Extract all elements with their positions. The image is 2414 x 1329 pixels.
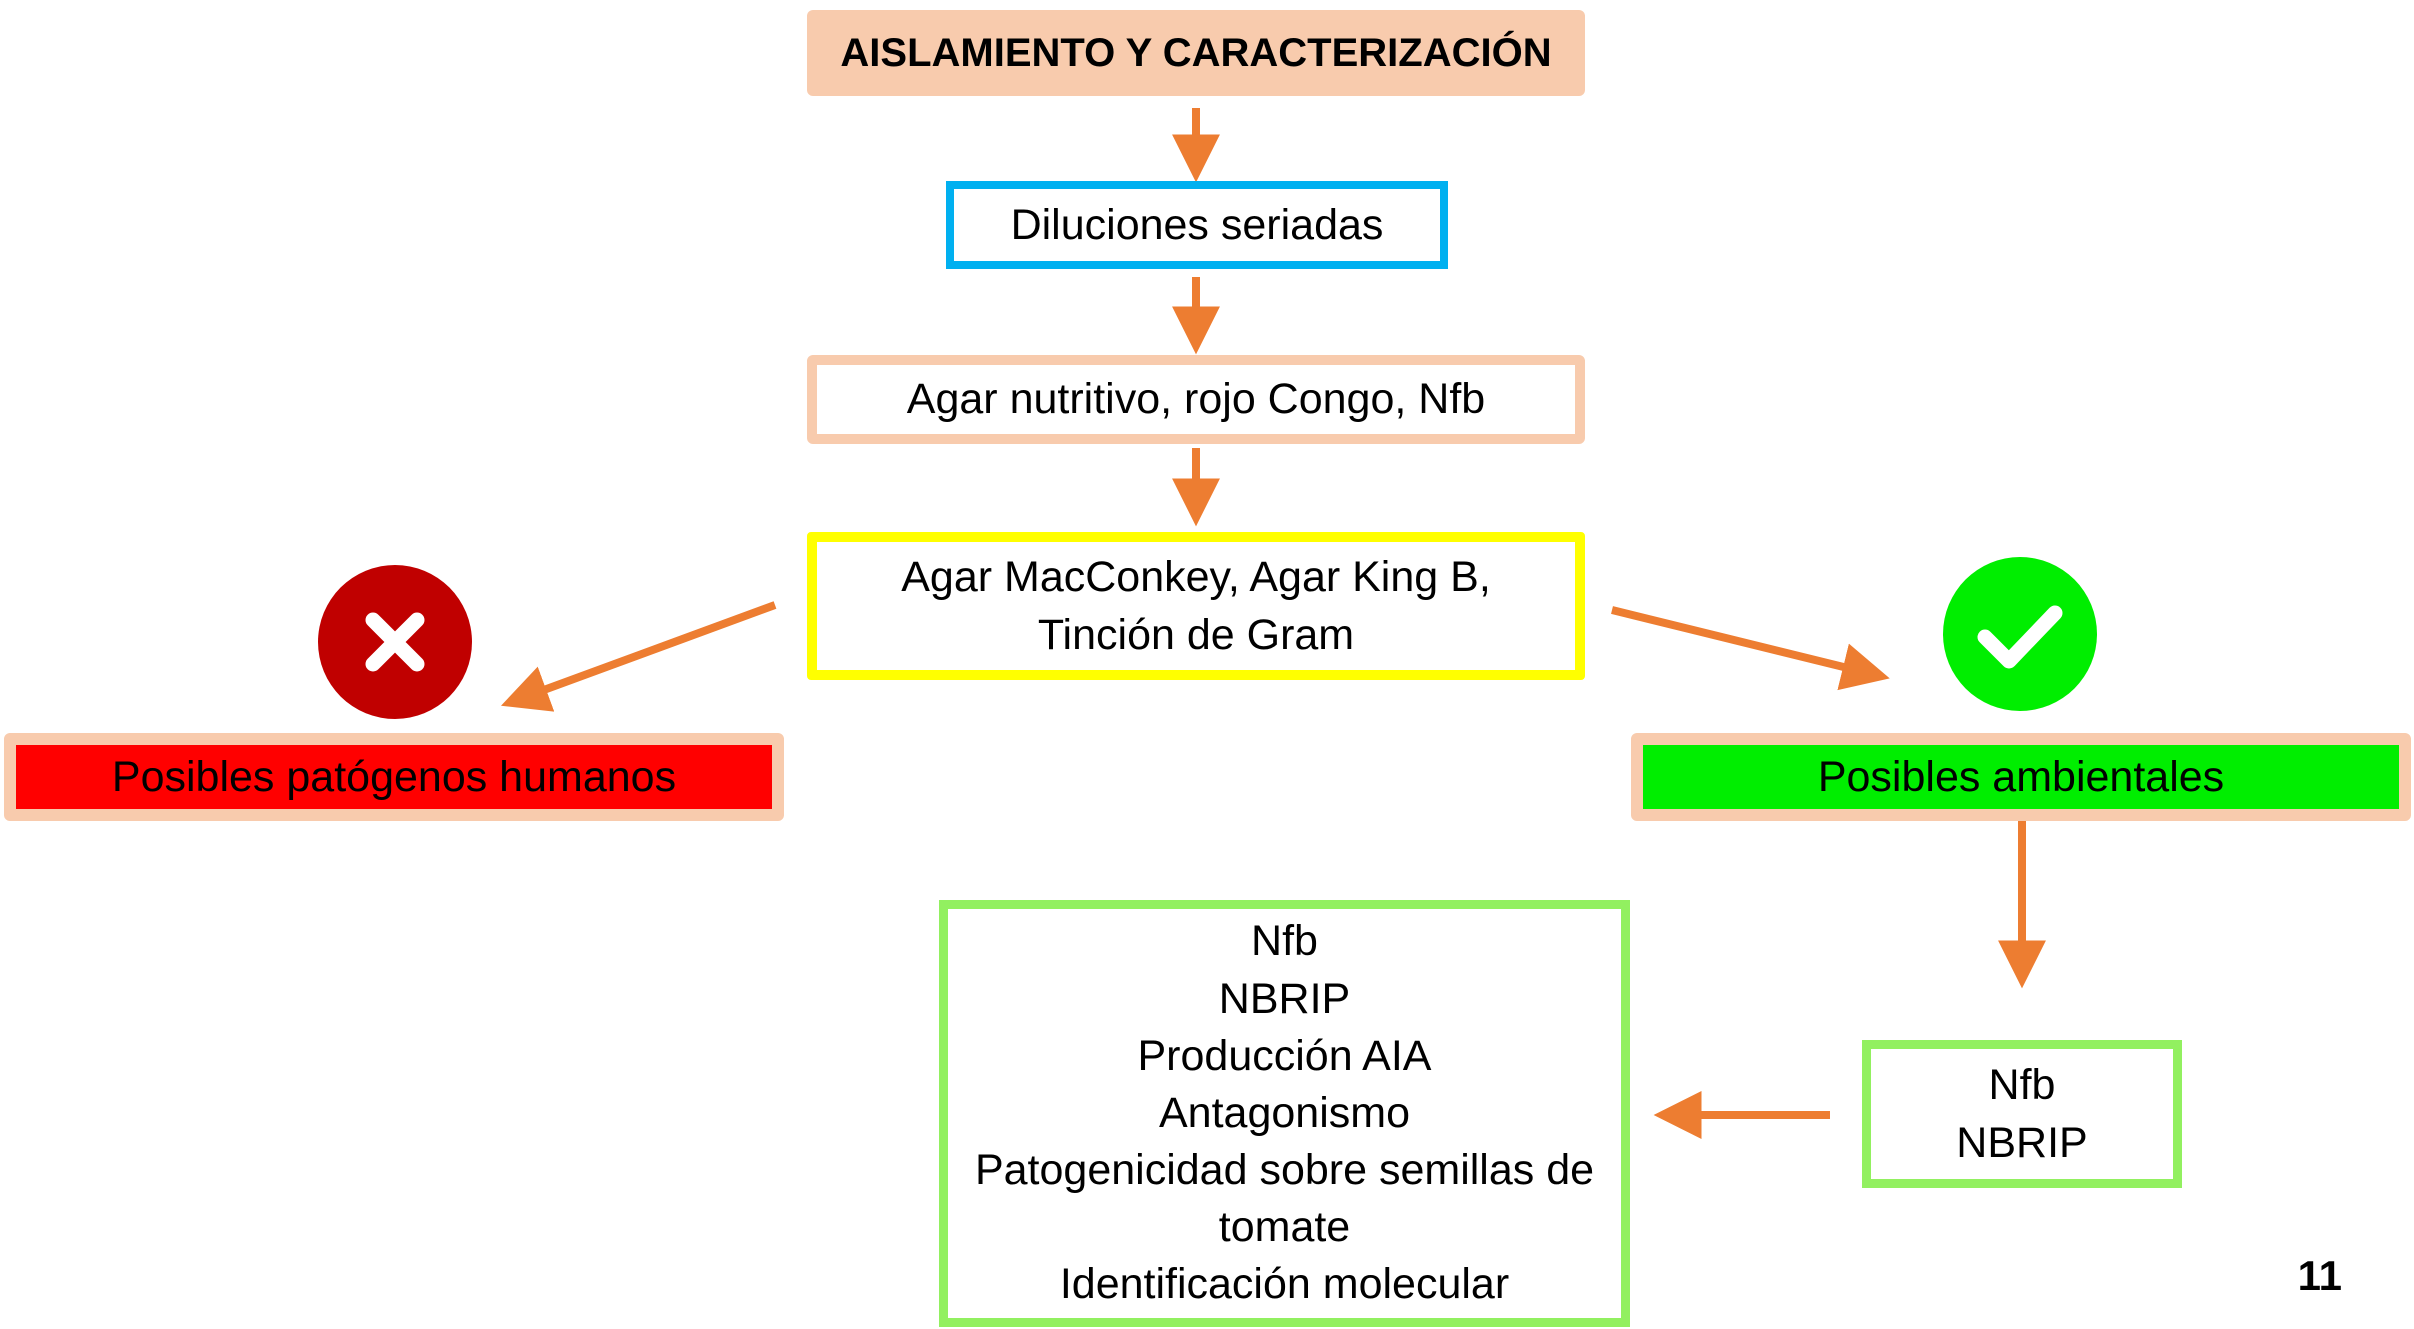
arrow-to-accepted <box>1611 606 1890 691</box>
accepted-label: Posibles ambientales <box>1817 752 2225 801</box>
screening-item: Nfb <box>1988 1060 2056 1109</box>
results-item: NBRIP <box>1218 974 1351 1023</box>
results-item: Producción AIA <box>1137 1031 1432 1080</box>
x-icon <box>318 565 472 719</box>
arrow-to-rejected <box>500 601 777 712</box>
screening-box: Nfb NBRIP <box>1862 1040 2182 1188</box>
results-item: Antagonismo <box>1159 1088 1410 1137</box>
results-item: Identificación molecular <box>1059 1260 1510 1309</box>
macconkey-line: Agar MacConkey, Agar King B, <box>901 552 1491 601</box>
check-icon <box>1943 557 2097 711</box>
results-item: Patogenicidad sobre semillas de <box>974 1146 1595 1195</box>
agar-box: Agar nutritivo, rojo Congo, Nfb <box>807 355 1585 444</box>
results-box: Nfb NBRIP Producción AIA Antagonismo Pat… <box>939 900 1630 1327</box>
page-number: 11 <box>2297 1252 2342 1299</box>
rejected-label: Posibles patógenos humanos <box>111 752 677 801</box>
results-item: tomate <box>1218 1203 1351 1252</box>
agar-label: Agar nutritivo, rojo Congo, Nfb <box>906 375 1486 424</box>
diagram-title: AISLAMIENTO Y CARACTERIZACIÓN <box>840 31 1552 75</box>
diluciones-box: Diluciones seriadas <box>946 181 1448 269</box>
diluciones-label: Diluciones seriadas <box>1010 200 1384 249</box>
screening-item: NBRIP <box>1956 1119 2088 1167</box>
title-box: AISLAMIENTO Y CARACTERIZACIÓN <box>807 10 1585 96</box>
macconkey-box: Agar MacConkey, Agar King B, Tinción de … <box>807 532 1585 680</box>
results-item: Nfb <box>1251 917 1318 966</box>
macconkey-line: Tinción de Gram <box>1037 611 1355 659</box>
rejected-box: Posibles patógenos humanos <box>4 733 784 821</box>
accepted-box: Posibles ambientales <box>1631 733 2411 821</box>
